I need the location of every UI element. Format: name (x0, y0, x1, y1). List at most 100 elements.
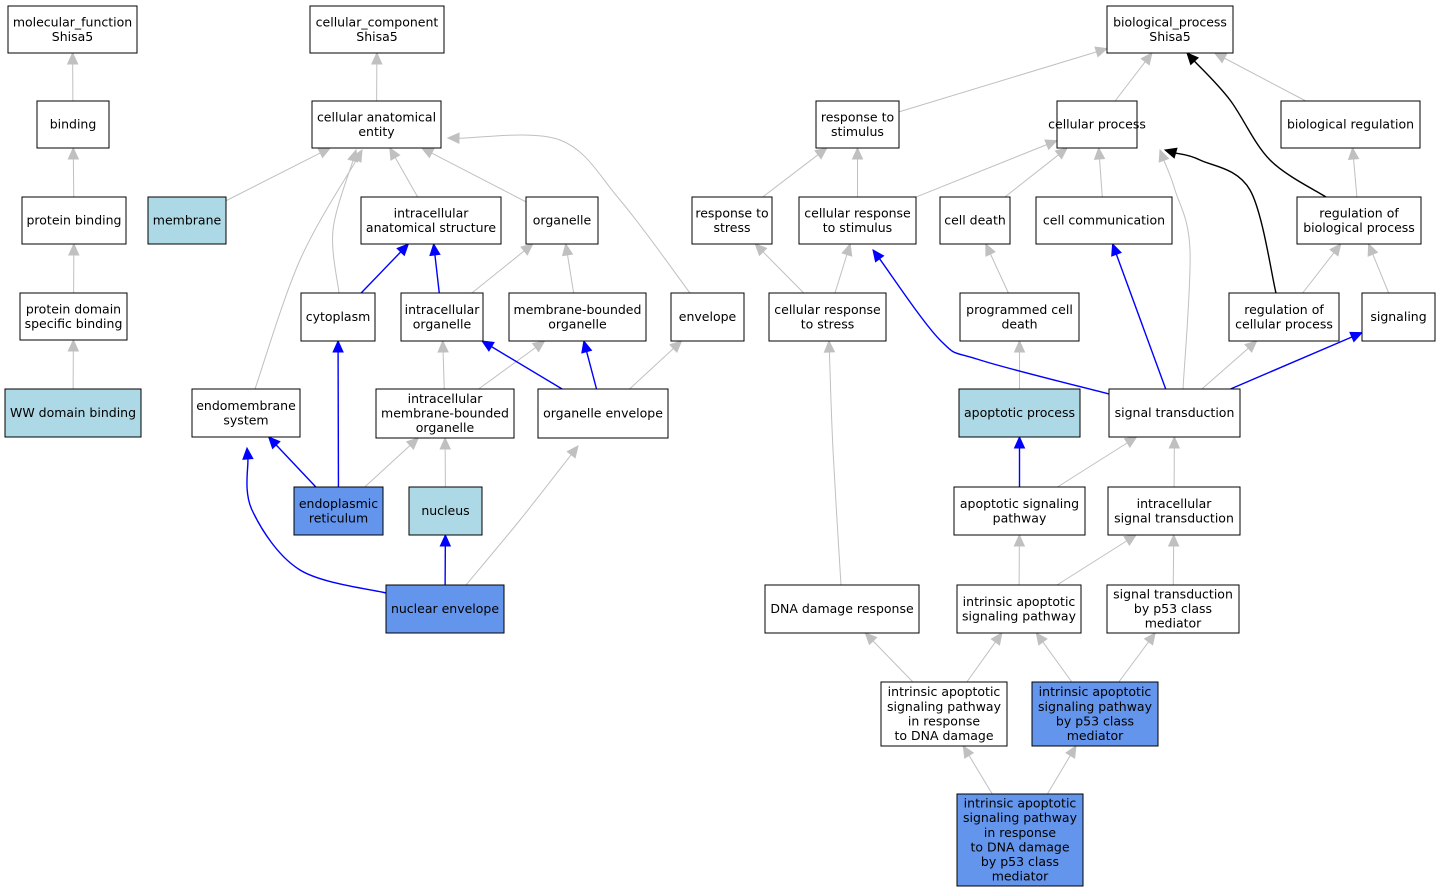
edge-cytoplasm-to-ias (360, 243, 410, 294)
node-label-line: cellular process (1048, 117, 1146, 132)
node-label-line: pathway (993, 510, 1047, 525)
edge-line (1302, 252, 1335, 294)
edge-arrowhead (67, 146, 80, 160)
node-dna-damage-response[interactable]: DNA damage response (764, 584, 920, 634)
node-box (956, 793, 1084, 887)
node-label-line: cell communication (1043, 213, 1165, 228)
edge-cell-comm-to-cell-proc (1093, 146, 1106, 198)
node-label-line: in response (908, 713, 980, 728)
edge-er-to-cytoplasm (332, 339, 344, 488)
node-box (953, 486, 1086, 536)
node-organelle-envelope[interactable]: organelle envelope (537, 388, 669, 439)
node-box (191, 388, 301, 438)
node-label-line: in response (984, 825, 1056, 840)
edge-line (1118, 641, 1150, 683)
edge-arrowhead (962, 744, 975, 759)
edge-arrowhead (1065, 744, 1077, 759)
node-binding[interactable]: binding (36, 100, 110, 149)
node-label-line: membrane-bounded (514, 302, 642, 317)
edge-protein-binding-to-binding (67, 146, 80, 198)
node-nucleus[interactable]: nucleus (408, 486, 483, 536)
edge-line (275, 444, 317, 488)
edge-arrowhead (531, 340, 546, 353)
node-cell-death[interactable]: cell death (939, 196, 1011, 245)
node-label-line: death (1001, 316, 1037, 331)
node-label-line: intracellular (405, 302, 481, 317)
node-apoptotic-process[interactable]: apoptotic process (958, 388, 1081, 438)
edge-arrowhead (1329, 243, 1342, 257)
node-box (1107, 486, 1241, 536)
edge-cell-resp-stress-to-cell-resp-stim (834, 242, 853, 294)
node-biological-regulation[interactable]: biological regulation (1280, 100, 1421, 149)
node-label-line: by p53 class (981, 854, 1059, 869)
node-box (1106, 5, 1234, 54)
node-cell-communication[interactable]: cell communication (1035, 196, 1173, 245)
edge-arrowhead (851, 146, 864, 160)
node-label-line: reticulum (309, 510, 368, 525)
node-label-line: regulation of (1244, 302, 1324, 317)
node-ww-domain-binding[interactable]: WW domain binding (4, 388, 142, 438)
node-label-line: cytoplasm (306, 309, 371, 324)
edge-arrowhead (581, 339, 593, 354)
node-nuclear-envelope[interactable]: nuclear envelope (385, 584, 505, 634)
edge-org-env-to-mb-org (581, 339, 598, 390)
edge-intr-dna-p53-to-intr-p53 (1046, 744, 1077, 795)
edge-bio-reg-to-bp-root (1213, 52, 1307, 102)
node-protein-binding[interactable]: protein binding (21, 196, 127, 245)
node-cellular-process[interactable]: cellular process (1048, 100, 1146, 149)
edge-envelope-to-cae (446, 132, 691, 294)
edge-ic-org-to-ias (429, 242, 441, 294)
node-label-line: intrinsic apoptotic (964, 796, 1077, 811)
edge-arrowhead (1213, 52, 1228, 64)
node-label-line: signal transduction (1114, 510, 1234, 525)
edge-line (1004, 154, 1059, 198)
edge-cell-resp-stim-to-resp-stim (851, 146, 864, 197)
node-cytoplasm[interactable]: cytoplasm (300, 292, 376, 342)
node-box (1031, 681, 1159, 747)
node-box (1035, 196, 1173, 245)
node-label-line: programmed cell (966, 302, 1073, 317)
node-envelope[interactable]: envelope (670, 292, 745, 342)
edge-icmb-org-to-mb-org (478, 340, 546, 390)
node-label-line: nuclear envelope (391, 601, 499, 616)
edge-line (1175, 152, 1277, 294)
edge-arrowhead (67, 338, 80, 352)
edge-mb-org-to-organelle (561, 242, 575, 294)
node-label-line: stress (714, 220, 751, 235)
node-signaling[interactable]: signaling (1361, 292, 1436, 342)
node-label-line: anatomical structure (366, 220, 496, 235)
node-signal-transduction[interactable]: signal transduction (1108, 388, 1241, 438)
node-membrane[interactable]: membrane (147, 196, 227, 245)
edge-binding-to-mf-root (66, 51, 79, 102)
edge-arrowhead (1111, 242, 1122, 257)
node-organelle[interactable]: organelle (525, 196, 599, 245)
edge-line (915, 144, 1047, 198)
edge-line (834, 254, 848, 294)
